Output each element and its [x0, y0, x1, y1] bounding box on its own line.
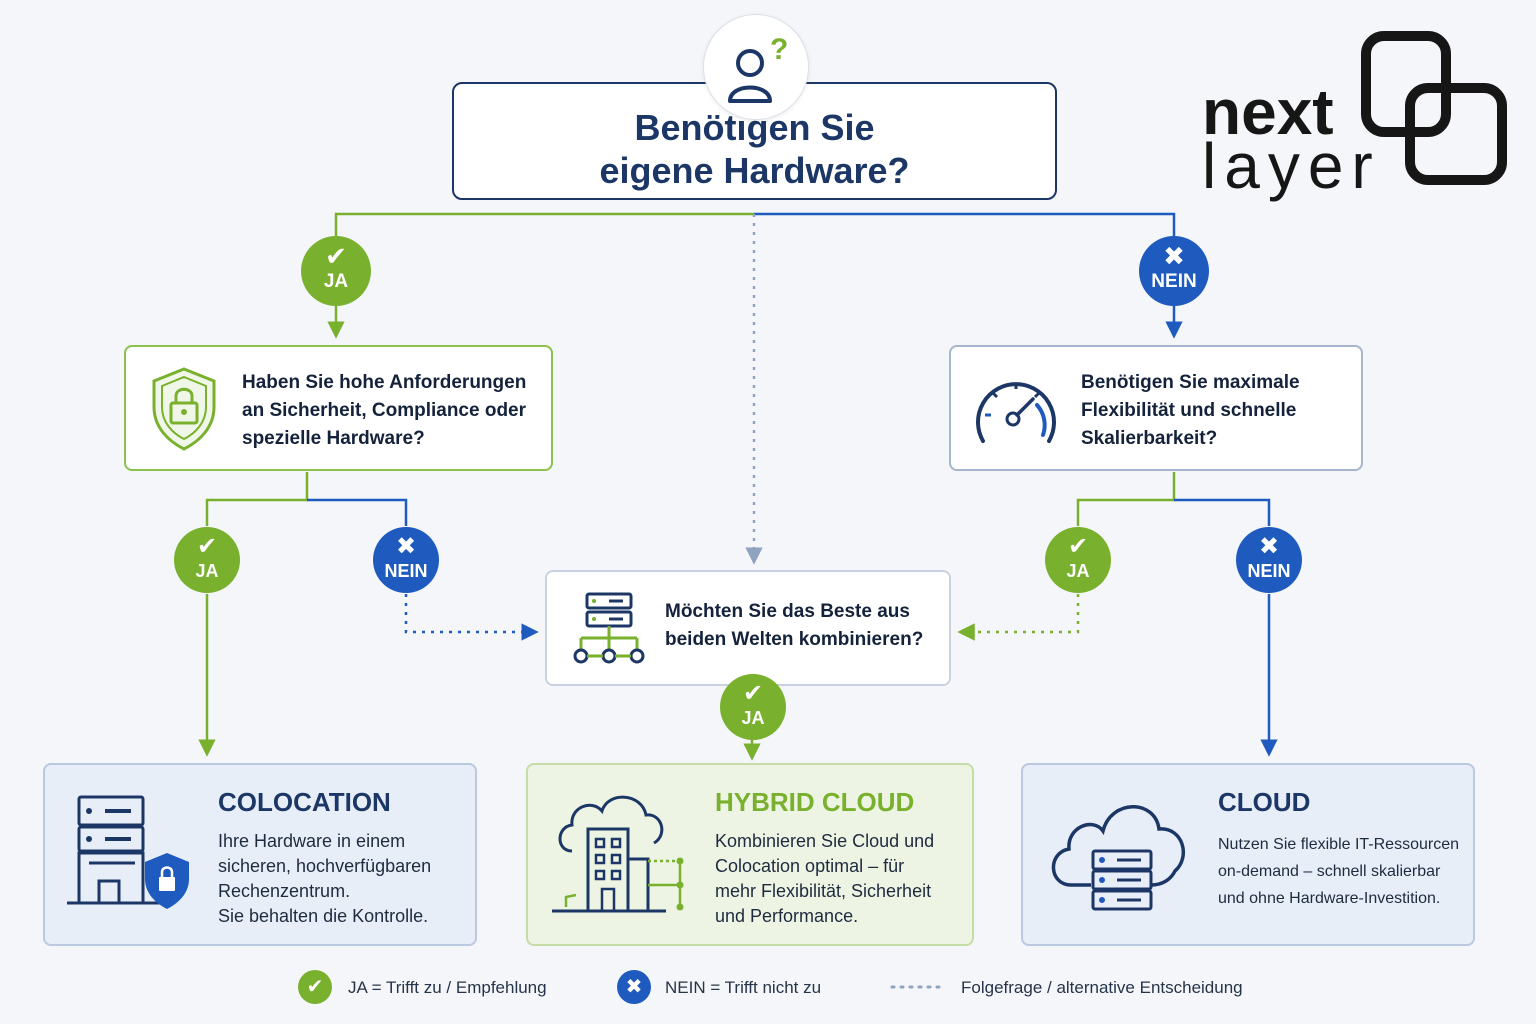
line-main-to-ja: [334, 212, 754, 236]
legend-yes-text: JA = Trifft zu / Empfehlung: [348, 978, 547, 997]
svg-text:next: next: [1202, 76, 1334, 148]
result-cloud: CLOUD Nutzen Sie flexible IT-Ressourcen …: [1021, 763, 1475, 946]
main-question-line2: eigene Hardware?: [599, 150, 910, 191]
middle-question-box: Möchten Sie das Beste aus beiden Welten …: [545, 570, 951, 686]
hybrid-desc: Kombinieren Sie Cloud und Colocation opt…: [715, 831, 935, 926]
x-icon: ✖: [617, 970, 651, 1004]
legend-no-text: NEIN = Trifft nicht zu: [665, 978, 822, 997]
right-question-text: Benötigen Sie maximale Flexibilität und …: [1081, 372, 1300, 449]
speedometer-icon: [976, 382, 1056, 443]
badge-ja-top: ✔JA: [301, 236, 371, 306]
result-colocation: COLOCATION Ihre Hardware in einem sicher…: [43, 763, 477, 946]
right-question-box: Benötigen Sie maximale Flexibilität und …: [949, 345, 1363, 471]
badge-nein-top: ✖NEIN: [1139, 236, 1209, 306]
dotted-line-icon: [890, 985, 946, 989]
hybrid-title: HYBRID CLOUD: [715, 787, 915, 817]
line-leftq-to-nein: [307, 498, 408, 526]
line-leftq-to-ja: [205, 472, 309, 526]
svg-text:layer: layer: [1202, 130, 1381, 202]
svg-text:?: ?: [770, 33, 788, 66]
left-question-text: Haben Sie hohe Anforderungen an Sicherhe…: [242, 372, 527, 449]
cloud-title: CLOUD: [1218, 787, 1311, 817]
badge-nein-right: ✖NEIN: [1236, 527, 1302, 593]
colocation-title: COLOCATION: [218, 787, 391, 817]
main-question-box: Benötigen Sie eigene Hardware?: [452, 82, 1057, 200]
user-question-icon: ?: [703, 14, 809, 120]
badge-nein-left: ✖NEIN: [373, 527, 439, 593]
arrow-nein-to-middle: [404, 594, 539, 641]
cloud-server-icon: [1051, 805, 1186, 911]
line-main-to-nein: [754, 212, 1176, 236]
badge-ja-left: ✔JA: [174, 527, 240, 593]
badge-ja-middle: ✔JA: [720, 674, 786, 740]
cloud-building-icon: [552, 795, 684, 913]
middle-question-text: Möchten Sie das Beste aus beiden Welten …: [665, 601, 924, 650]
server-network-icon: [573, 592, 645, 664]
result-hybrid-cloud: HYBRID CLOUD Kombinieren Sie Cloud und C…: [526, 763, 974, 946]
colocation-desc: Ihre Hardware in einem sicheren, hochver…: [218, 831, 432, 926]
arrow-ja-to-middle: [957, 594, 1080, 641]
legend-dotted-text: Folgefrage / alternative Entscheidung: [961, 978, 1243, 997]
next-layer-logo: next layer: [1202, 31, 1507, 202]
line-rightq-to-ja: [1076, 472, 1176, 526]
check-icon: ✔: [298, 970, 332, 1004]
line-rightq-to-nein: [1174, 498, 1271, 526]
badge-ja-right: ✔JA: [1045, 527, 1111, 593]
cloud-desc: Nutzen Sie flexible IT-Ressourcen on-dem…: [1218, 836, 1459, 907]
shield-lock-icon: [152, 367, 216, 451]
left-question-box: Haben Sie hohe Anforderungen an Sicherhe…: [124, 345, 553, 471]
server-rack-lock-icon: [67, 795, 189, 909]
